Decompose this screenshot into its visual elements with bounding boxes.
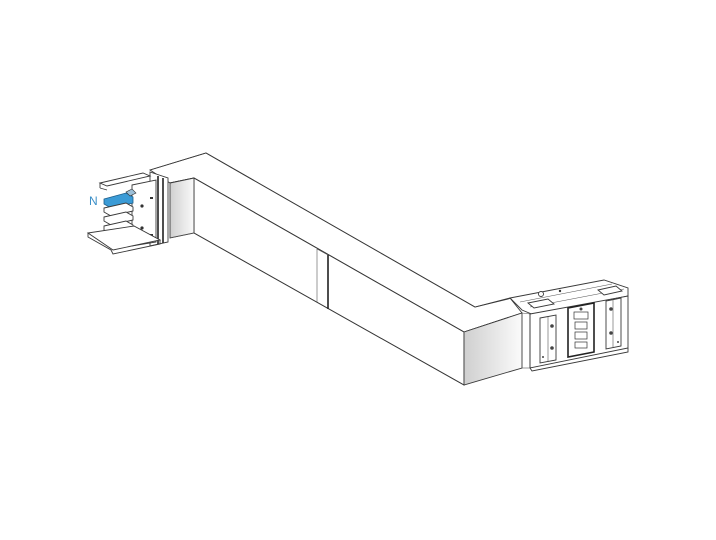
phase-bar-1 <box>103 202 134 217</box>
phase-bar-2 <box>103 211 134 226</box>
long-duct <box>148 152 523 386</box>
right-cover-plate <box>605 297 622 350</box>
centre-cover-plate <box>567 302 595 358</box>
left-connector: N <box>86 171 169 255</box>
joint-divider <box>316 248 329 309</box>
left-cover-plate <box>539 314 557 364</box>
right-connector <box>509 279 629 372</box>
left-end-face <box>169 177 195 239</box>
neutral-label: N <box>89 194 98 208</box>
